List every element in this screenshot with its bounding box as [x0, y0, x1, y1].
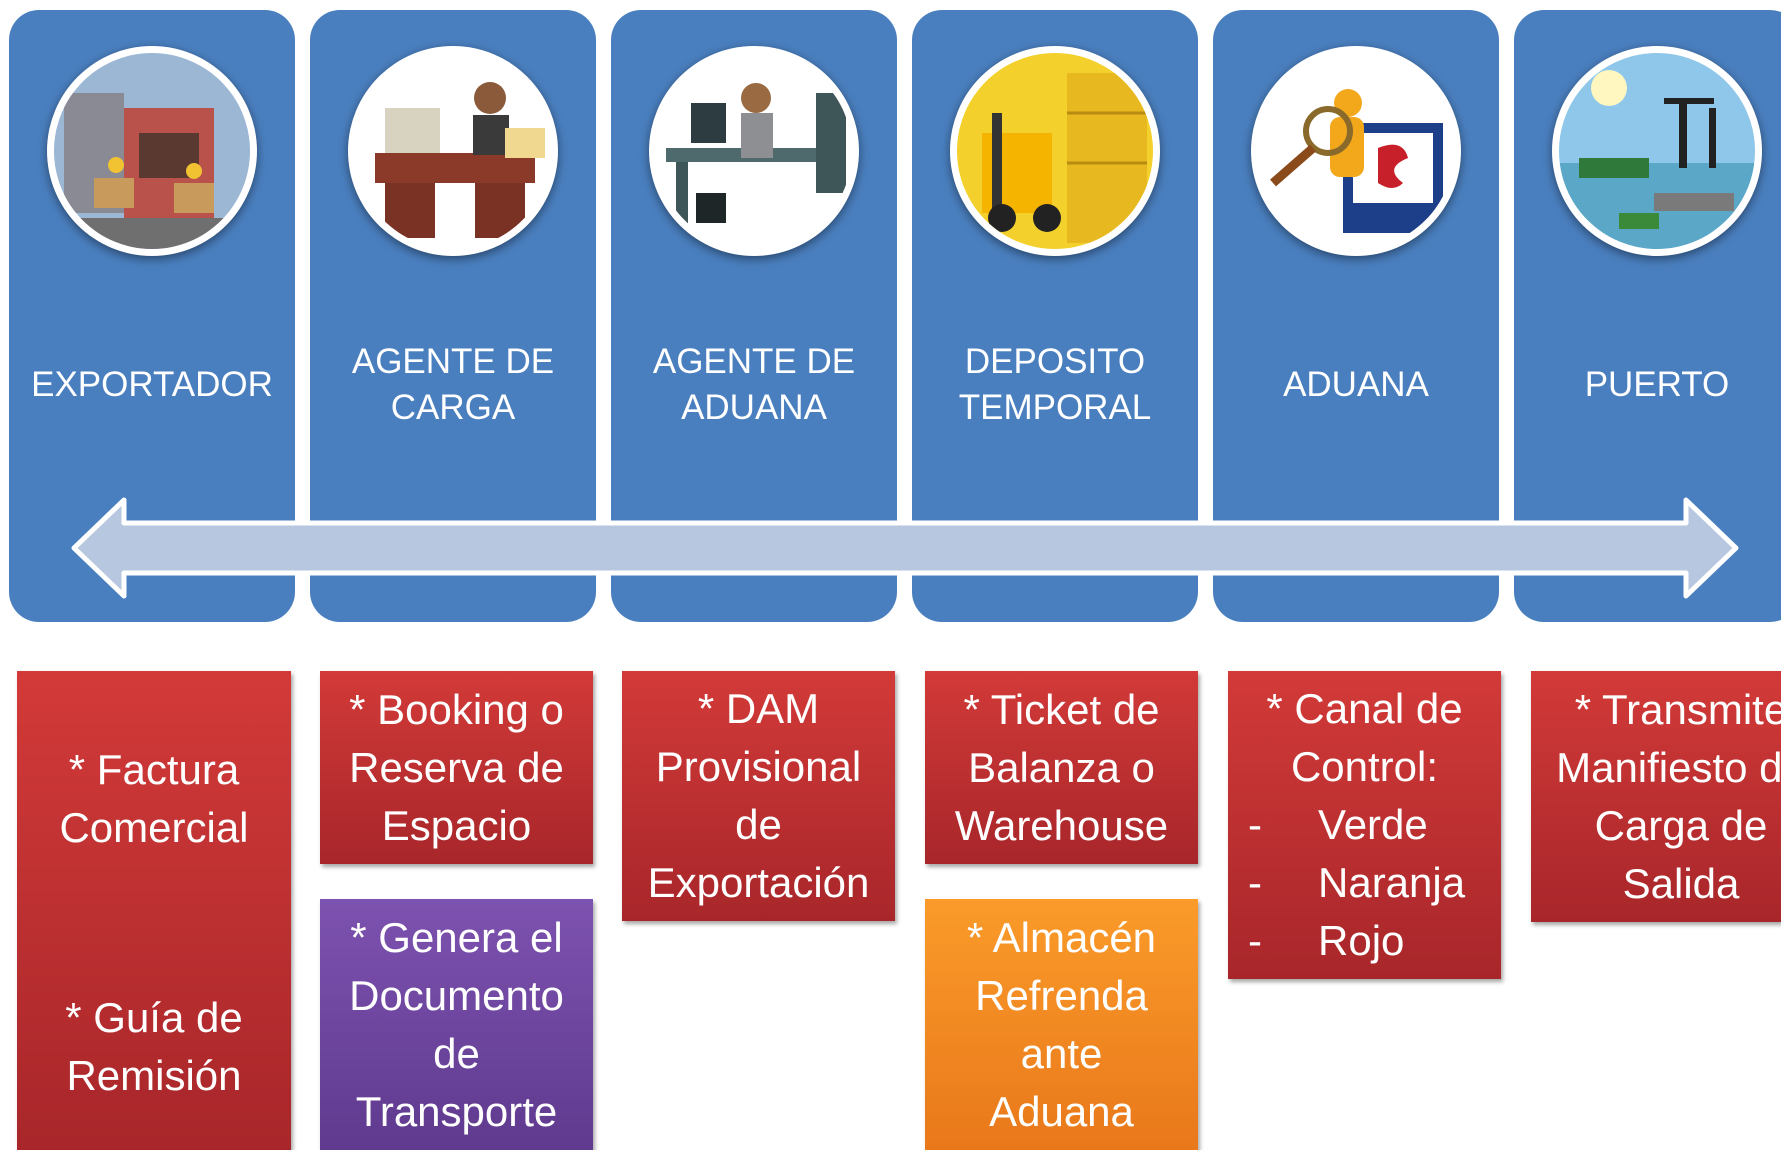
doc-box-booking: * Booking o Reserva de Espacio — [320, 671, 593, 864]
stage-puerto: PUERTO — [1514, 10, 1781, 622]
photo-frame — [649, 46, 859, 256]
stage-exportador: EXPORTADOR — [9, 10, 295, 622]
doc-booking: * Booking o Reserva de Espacio — [349, 685, 564, 849]
doc-factura: * Factura Comercial — [59, 746, 249, 851]
doc-box-manifiesto: * Transmite Manifiesto de Carga de Salid… — [1531, 671, 1781, 922]
doc-dam: * DAM Provisional de Exportación — [647, 685, 870, 906]
woman-at-desk-phone-icon — [355, 53, 551, 249]
factory-workers-icon — [54, 53, 250, 249]
stage-label: DEPOSITO TEMPORAL — [958, 342, 1152, 427]
stage-label: ADUANA — [1283, 365, 1429, 404]
stage-label: PUERTO — [1584, 365, 1730, 404]
doc-canal-title: * Canal de Control: — [1266, 685, 1463, 790]
stage-agente-aduana: AGENTE DE ADUANA — [611, 10, 897, 622]
doc-almacen: * Almacén Refrenda ante Aduana — [966, 913, 1157, 1135]
photo-frame — [47, 46, 257, 256]
doc-ticket: * Ticket de Balanza o Warehouse — [954, 685, 1169, 849]
forklift-warehouse-icon — [957, 53, 1153, 249]
stage-agente-carga: AGENTE DE CARGA — [310, 10, 596, 622]
stage-deposito-temporal: DEPOSITO TEMPORAL — [912, 10, 1198, 622]
photo-frame — [348, 46, 558, 256]
doc-guia-remision: * Guía de Remisión — [65, 994, 243, 1099]
photo-frame — [1251, 46, 1461, 256]
stage-label: AGENTE DE ADUANA — [652, 342, 856, 427]
stage-label: AGENTE DE CARGA — [351, 342, 555, 427]
doc-documento-transporte: * Genera el Documento de Transporte — [349, 913, 564, 1135]
doc-box-dam: * DAM Provisional de Exportación — [622, 671, 895, 921]
doc-box-canal-control: * Canal de Control: -Verde -Naranja -Roj… — [1228, 671, 1501, 979]
doc-manifiesto: * Transmite Manifiesto de Carga de Salid… — [1556, 685, 1781, 907]
canal-item-verde: -Verde — [1248, 801, 1428, 848]
doc-box-ticket: * Ticket de Balanza o Warehouse — [925, 671, 1198, 864]
stage-label: EXPORTADOR — [31, 365, 273, 404]
doc-box-almacen: * Almacén Refrenda ante Aduana — [925, 899, 1198, 1150]
woman-at-computer-icon — [656, 53, 852, 249]
canal-item-rojo: -Rojo — [1248, 917, 1405, 964]
double-arrow-icon — [71, 497, 1739, 599]
photo-frame — [1552, 46, 1762, 256]
stage-aduana: ADUANA — [1213, 10, 1499, 622]
port-cranes-icon — [1559, 53, 1755, 249]
canal-item-naranja: -Naranja — [1248, 859, 1466, 906]
doc-box-exportador: * Factura Comercial * Guía de Remisión — [17, 671, 291, 1150]
sunat-magnifier-icon — [1258, 53, 1454, 249]
canal-list: -Verde -Naranja -Rojo — [1228, 796, 1501, 970]
photo-frame — [950, 46, 1160, 256]
doc-box-documento-transporte: * Genera el Documento de Transporte — [320, 899, 593, 1150]
